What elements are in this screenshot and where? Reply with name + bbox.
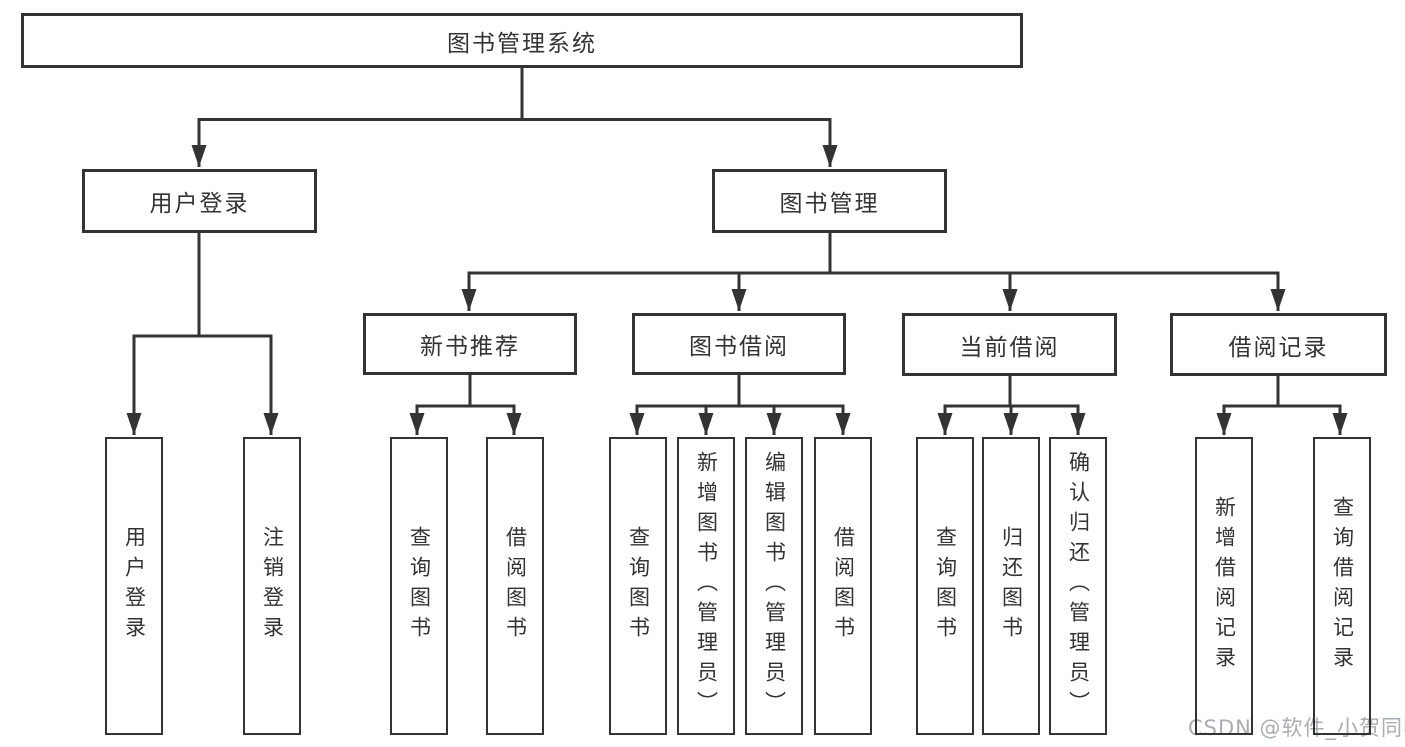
leaf-label: 新增借阅记录 (1212, 495, 1237, 677)
leaf-borrow-books-recommend: 借阅图书 (486, 437, 544, 735)
leaf-return-books: 归还图书 (982, 437, 1040, 735)
node-label: 图书管理 (779, 191, 880, 217)
leaf-add-borrow-record: 新增借阅记录 (1195, 437, 1253, 735)
leaf-add-books-admin: 新增图书（管理员） (677, 437, 735, 735)
node-label: 新书推荐 (420, 334, 520, 360)
leaf-query-borrow-record: 查询借阅记录 (1313, 437, 1371, 735)
leaf-label: 注销登录 (260, 525, 285, 647)
leaf-label: 编辑图书（管理员） (762, 450, 787, 722)
leaf-label: 确认归还（管理员） (1066, 450, 1091, 722)
leaf-confirm-return-admin: 确认归还（管理员） (1049, 437, 1107, 735)
leaf-label: 新增图书（管理员） (694, 450, 719, 722)
leaf-edit-books-admin: 编辑图书（管理员） (745, 437, 803, 735)
node-user-login: 用户登录 (82, 169, 317, 233)
node-new-book-recommend: 新书推荐 (363, 313, 577, 375)
leaf-label: 归还图书 (999, 525, 1024, 647)
node-label: 借阅记录 (1228, 334, 1329, 361)
leaf-query-books-recommend: 查询图书 (390, 437, 448, 735)
node-borrow-records: 借阅记录 (1170, 313, 1387, 376)
node-book-borrow: 图书借阅 (632, 313, 846, 375)
node-root-system: 图书管理系统 (21, 13, 1023, 68)
leaf-label: 查询图书 (407, 525, 432, 647)
csdn-watermark: CSDN @软件_小贺同学 (1188, 716, 1405, 740)
leaf-label: 借阅图书 (831, 525, 856, 647)
node-label: 当前借阅 (959, 334, 1060, 361)
node-book-management: 图书管理 (712, 169, 947, 233)
node-label: 图书借阅 (689, 334, 789, 360)
leaf-label: 查询图书 (626, 525, 651, 647)
leaf-logout: 注销登录 (243, 437, 301, 735)
leaf-query-books: 查询图书 (609, 437, 667, 735)
leaf-label: 用户登录 (122, 525, 147, 647)
edge-group (126, 66, 1348, 435)
leaf-query-books-current: 查询图书 (916, 437, 974, 735)
leaf-label: 借阅图书 (503, 525, 528, 647)
leaf-user-login: 用户登录 (105, 437, 163, 735)
node-label: 用户登录 (149, 191, 250, 217)
leaf-label: 查询图书 (933, 525, 958, 647)
leaf-borrow-books: 借阅图书 (814, 437, 872, 735)
node-label: 图书管理系统 (447, 30, 597, 57)
node-current-borrow: 当前借阅 (902, 313, 1117, 376)
leaf-label: 查询借阅记录 (1330, 495, 1355, 677)
